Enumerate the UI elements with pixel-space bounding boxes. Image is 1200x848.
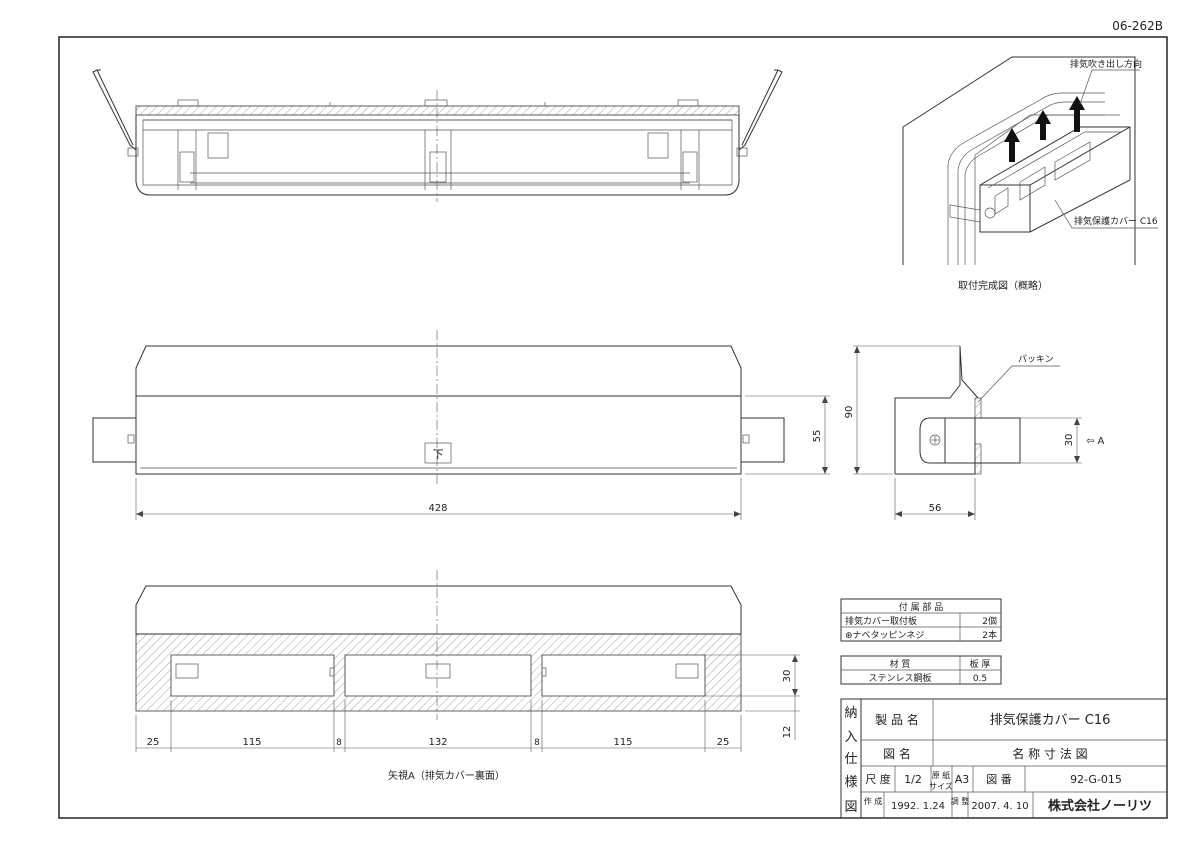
bottom-view: 25 115 8 132 8 115 25 30 12 矢視A（排気カバー裏面） <box>135 570 800 782</box>
drawing-name: 名 称 寸 法 図 <box>1012 746 1087 761</box>
parts-row-name: ⊕ナベタッピンネジ <box>845 630 924 641</box>
material-value: ステンレス鋼板 <box>868 672 931 684</box>
dim-depth-56: 56 <box>929 503 942 514</box>
material-col-header: 材 質 <box>890 658 911 670</box>
top-view <box>92 69 783 202</box>
side-label-char: 様 <box>844 775 857 790</box>
dim-bottom-115-left: 115 <box>242 737 261 748</box>
dim-opening-30: 30 <box>1064 434 1075 447</box>
paper-size-value: A3 <box>955 773 970 786</box>
drawing-no: 92-G-015 <box>1070 773 1122 786</box>
title-block: 納 入 仕 様 図 製 品 名 排気保護カバー C16 図 名 名 称 寸 法 … <box>840 698 1168 819</box>
sheet-code: 06-262B <box>1112 19 1163 33</box>
isometric-view: 排気吹き出し方向 排気保護カバー C16 取付完成図（概略） <box>902 56 1158 292</box>
down-mark: 下 <box>433 448 444 461</box>
drawing-no-label: 図 番 <box>986 773 1012 786</box>
dim-height-55: 55 <box>812 430 823 443</box>
scale-label: 尺 度 <box>865 772 891 786</box>
drawing-name-label: 図 名 <box>883 746 911 761</box>
front-view: 下 428 55 <box>92 330 830 520</box>
revised-label: 調 整 <box>951 796 970 806</box>
dim-bottom-8-left: 8 <box>336 738 342 748</box>
side-view: パッキン 90 56 30 ⇦ A <box>844 345 1105 520</box>
bottom-view-caption: 矢視A（排気カバー裏面） <box>388 769 505 782</box>
thickness-col-header: 板 厚 <box>970 658 991 670</box>
dim-bottom-8-right: 8 <box>534 738 540 748</box>
side-label-char: 入 <box>844 730 857 745</box>
dim-bottom-25-right: 25 <box>717 737 730 748</box>
side-label-char: 仕 <box>844 752 857 767</box>
view-arrow-a: ⇦ A <box>1086 436 1105 447</box>
parts-row-qty: 2個 <box>982 615 997 627</box>
iso-caption: 取付完成図（概略） <box>958 279 1048 292</box>
material-table: 材 質 板 厚 ステンレス鋼板 0.5 <box>840 655 1002 685</box>
created-label: 作 成 <box>864 796 883 806</box>
dim-right-30: 30 <box>782 670 793 683</box>
dim-bottom-25-left: 25 <box>147 737 160 748</box>
paper-size-label: 原 紙 <box>932 770 951 780</box>
dim-right-12: 12 <box>782 726 793 739</box>
product-name: 排気保護カバー C16 <box>990 712 1111 728</box>
parts-table-header: 付 属 部 品 <box>899 601 944 613</box>
thickness-value: 0.5 <box>973 674 987 684</box>
dim-bottom-132: 132 <box>428 737 447 748</box>
cover-part-label: 排気保護カバー C16 <box>1074 215 1158 227</box>
drawing-border <box>58 36 1168 819</box>
created-date: 1992. 1.24 <box>891 801 945 812</box>
side-label-char: 納 <box>844 706 857 721</box>
dim-bottom-115-right: 115 <box>613 737 632 748</box>
parts-table: 付 属 部 品 排気カバー取付板 2個 ⊕ナベタッピンネジ 2本 <box>840 598 1002 642</box>
exhaust-direction-label: 排気吹き出し方向 <box>1070 58 1142 70</box>
revised-date: 2007. 4. 10 <box>971 801 1028 812</box>
parts-row-name: 排気カバー取付板 <box>845 615 917 627</box>
scale-value: 1/2 <box>904 773 922 786</box>
company-name: 株式会社ノーリツ <box>1048 798 1152 814</box>
dim-height-90: 90 <box>844 406 855 419</box>
product-name-label: 製 品 名 <box>875 712 919 727</box>
parts-row-qty: 2本 <box>982 629 997 641</box>
side-label-char: 図 <box>844 800 857 815</box>
dim-width-428: 428 <box>428 503 447 514</box>
gasket-label: パッキン <box>1018 354 1054 365</box>
paper-size-label: サイズ <box>929 781 953 791</box>
